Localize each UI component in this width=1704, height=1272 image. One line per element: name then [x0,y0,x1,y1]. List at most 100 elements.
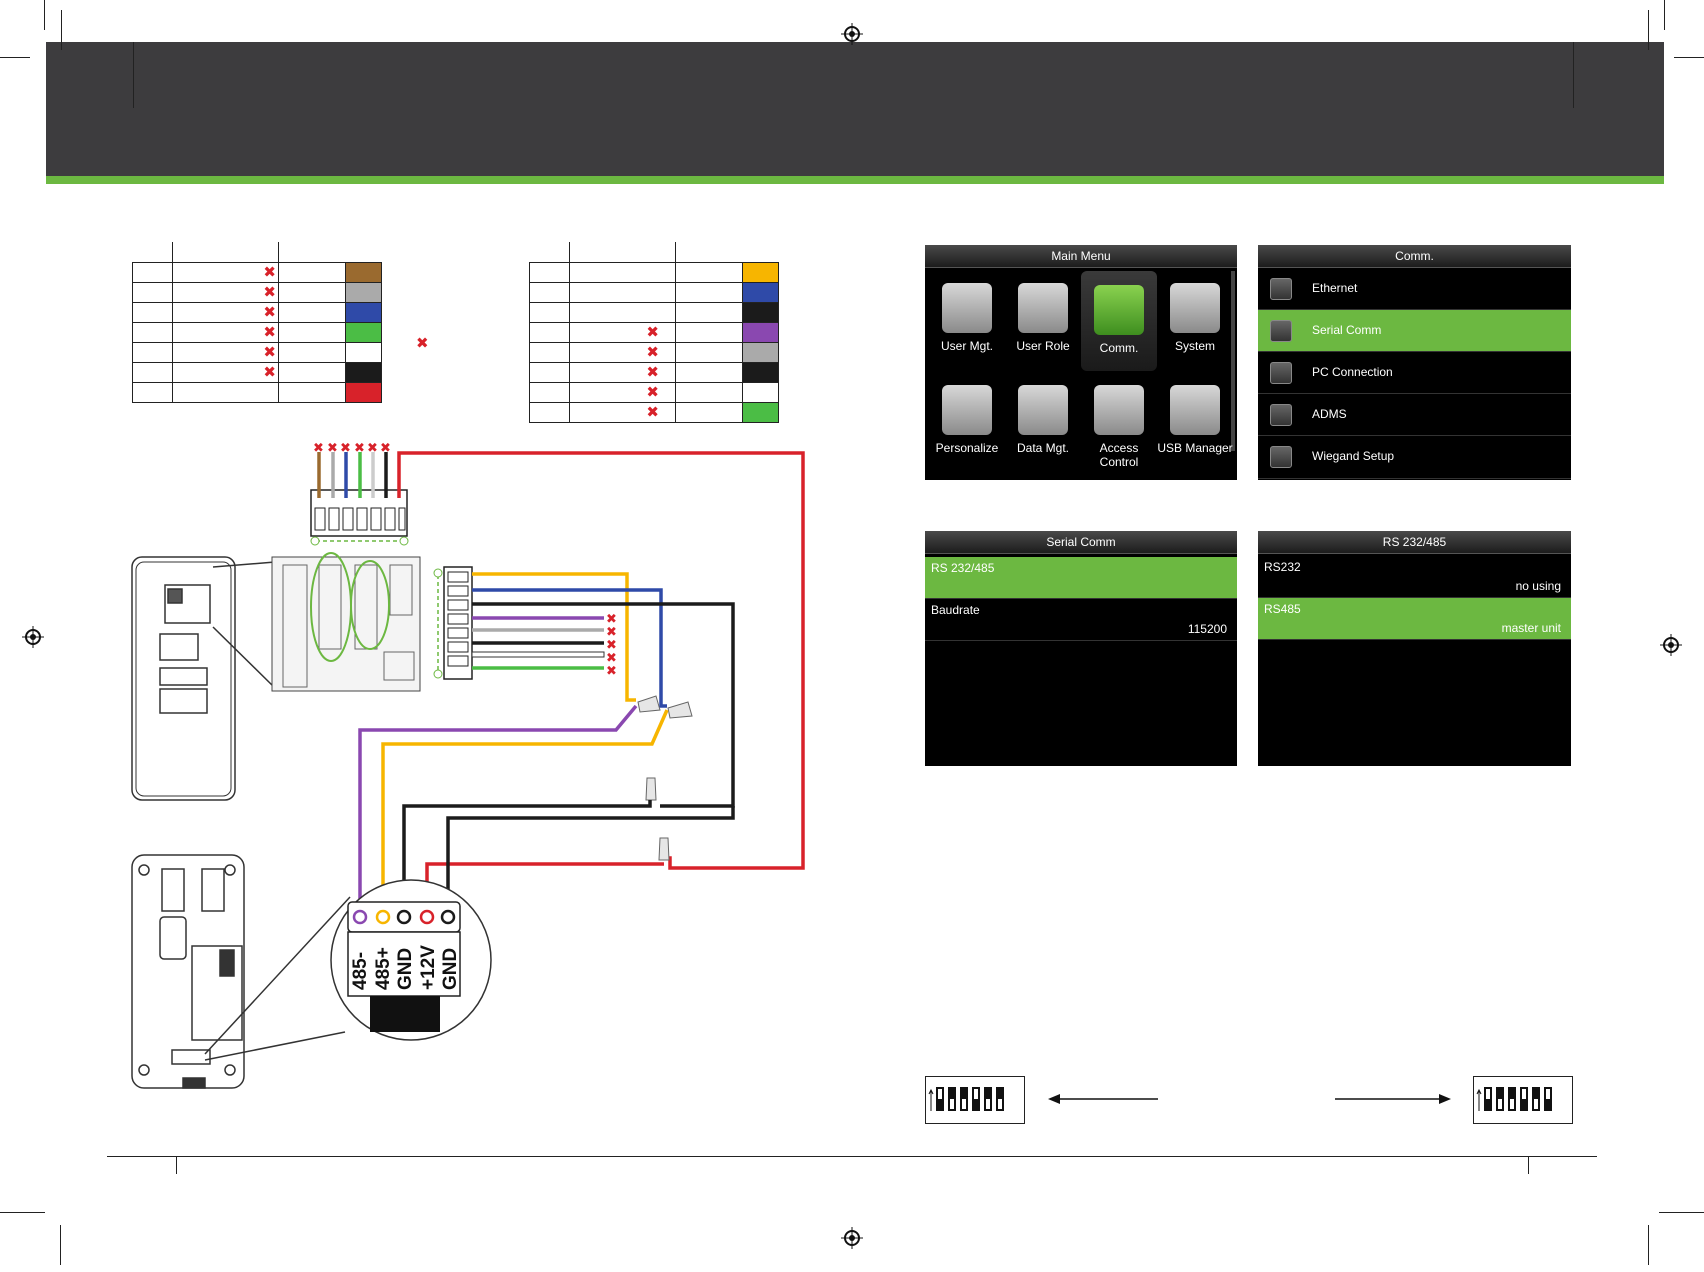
serial-comm-screen: Serial Comm RS 232/485 Baudrate 115200 [925,531,1237,766]
menu-item-label: Access Control [1099,441,1139,469]
svg-text:✖: ✖ [606,638,617,653]
menu-item-label: Comm. [1099,341,1139,355]
crop-mark [1674,57,1704,58]
menu-item-label: User Mgt. [940,339,993,353]
svg-text:✖: ✖ [313,441,324,456]
svg-text:✖: ✖ [606,625,617,640]
crop-mark [60,1225,61,1265]
crop-mark [0,1212,45,1213]
registration-mark-icon [22,626,44,648]
wire-connector [637,695,693,861]
door-icon [1094,385,1144,435]
serial-row-rs232-485[interactable]: RS 232/485 [925,557,1237,599]
table-cell: ✖ [172,322,279,343]
database-icon [1018,385,1068,435]
x-mark: ✖ [646,383,659,401]
x-mark: ✖ [646,363,659,381]
serial-row-baudrate[interactable]: Baudrate 115200 [925,599,1237,641]
row-label: RS 232/485 [931,561,995,575]
x-mark: ✖ [263,363,276,381]
table-row: ✖ [131,342,382,363]
menu-item-system[interactable]: System [1157,269,1233,369]
row-label: Baudrate [931,603,980,617]
menu-item-label: USB Manager [1157,441,1233,455]
x-mark: ✖ [263,323,276,341]
user-icon [942,283,992,333]
color-swatch [742,262,779,283]
menu-item-access-control[interactable]: Access Control [1081,371,1157,471]
antenna-icon [1094,285,1144,335]
crop-mark [107,1156,1597,1157]
comm-item-label: Ethernet [1312,281,1358,295]
table-row: ✖ [131,262,382,283]
screen-title: Serial Comm [925,531,1237,554]
color-swatch [345,362,382,383]
menu-item-personalize[interactable]: Personalize [929,371,1005,471]
svg-text:✖: ✖ [606,664,617,679]
rs232-485-screen: RS 232/485 RS232 no using RS485 master u… [1258,531,1571,766]
crop-mark [61,10,62,50]
comm-item-pc-connection[interactable]: PC Connection [1258,352,1571,394]
table-row: ✖ [131,282,382,303]
table-row: ✖ [131,322,382,343]
ethernet-icon [1270,278,1292,300]
user-lock-icon [1018,283,1068,333]
gear-icon [1170,283,1220,333]
comm-item-adms[interactable]: ADMS [1258,394,1571,436]
terminal-block-zoom: 485- 485+ GND +12V GND [330,879,492,1041]
color-swatch [742,302,779,323]
comm-screen: Comm. Ethernet Serial Comm PC Connection… [1258,245,1571,480]
table-row: ✖ [131,302,382,323]
pc-icon [1270,362,1292,384]
registration-mark-icon [1660,634,1682,656]
terminal-label: GND [440,948,461,990]
scrollbar[interactable] [1231,271,1235,451]
menu-item-comm[interactable]: Comm. [1081,271,1157,371]
menu-item-user-mgt[interactable]: User Mgt. [929,269,1005,369]
menu-item-label: Data Mgt. [1016,441,1070,455]
cut-wire-marks: ✖✖✖ ✖✖✖ [313,441,391,456]
crop-mark [1528,1156,1529,1174]
registration-mark-icon [841,1227,863,1249]
row-value: 115200 [1187,622,1227,636]
rs-row-rs485[interactable]: RS485 master unit [1258,598,1571,640]
table-cell [674,402,744,423]
comm-item-ethernet[interactable]: Ethernet [1258,268,1571,310]
rs-row-rs232[interactable]: RS232 no using [1258,556,1571,598]
menu-item-label: Personalize [935,441,999,455]
usb-icon [1170,385,1220,435]
menu-item-label: System [1174,339,1215,353]
crop-mark [1664,0,1665,30]
x-mark: ✖ [263,343,276,361]
right-wiring-table: ✖✖✖✖✖ [528,242,779,423]
x-mark: ✖ [263,263,276,281]
terminal-label: +12V [418,945,439,990]
side-connector [433,566,473,680]
x-mark: ✖ [646,403,659,421]
main-menu-screen: Main Menu User Mgt. User Role Comm. Syst… [925,245,1237,480]
comm-item-wiegand-setup[interactable]: Wiegand Setup [1258,436,1571,479]
crop-mark [0,57,30,58]
color-swatch [345,302,382,323]
row-value: master unit [1501,621,1561,635]
menu-item-usb-manager[interactable]: USB Manager [1157,371,1233,471]
color-swatch [345,282,382,303]
svg-text:✖: ✖ [367,441,378,456]
menu-item-user-role[interactable]: User Role [1005,269,1081,369]
table-row: ✖ [528,382,779,403]
comm-item-serial-comm[interactable]: Serial Comm [1258,310,1571,352]
table-row: ✖ [131,362,382,383]
table-cell [528,402,571,423]
controller-device-back [131,854,351,1089]
dip-switch-left [925,1076,1025,1124]
color-swatch [742,322,779,343]
board-detail [271,552,421,692]
legend-x-mark: ✖ [416,334,429,352]
svg-text:✖: ✖ [327,441,338,456]
menu-item-data-mgt[interactable]: Data Mgt. [1005,371,1081,471]
color-swatch [742,282,779,303]
comm-item-label: Serial Comm [1312,323,1382,337]
row-label: RS485 [1264,602,1301,616]
row-label: RS232 [1264,560,1301,574]
serial-icon [1270,320,1292,342]
